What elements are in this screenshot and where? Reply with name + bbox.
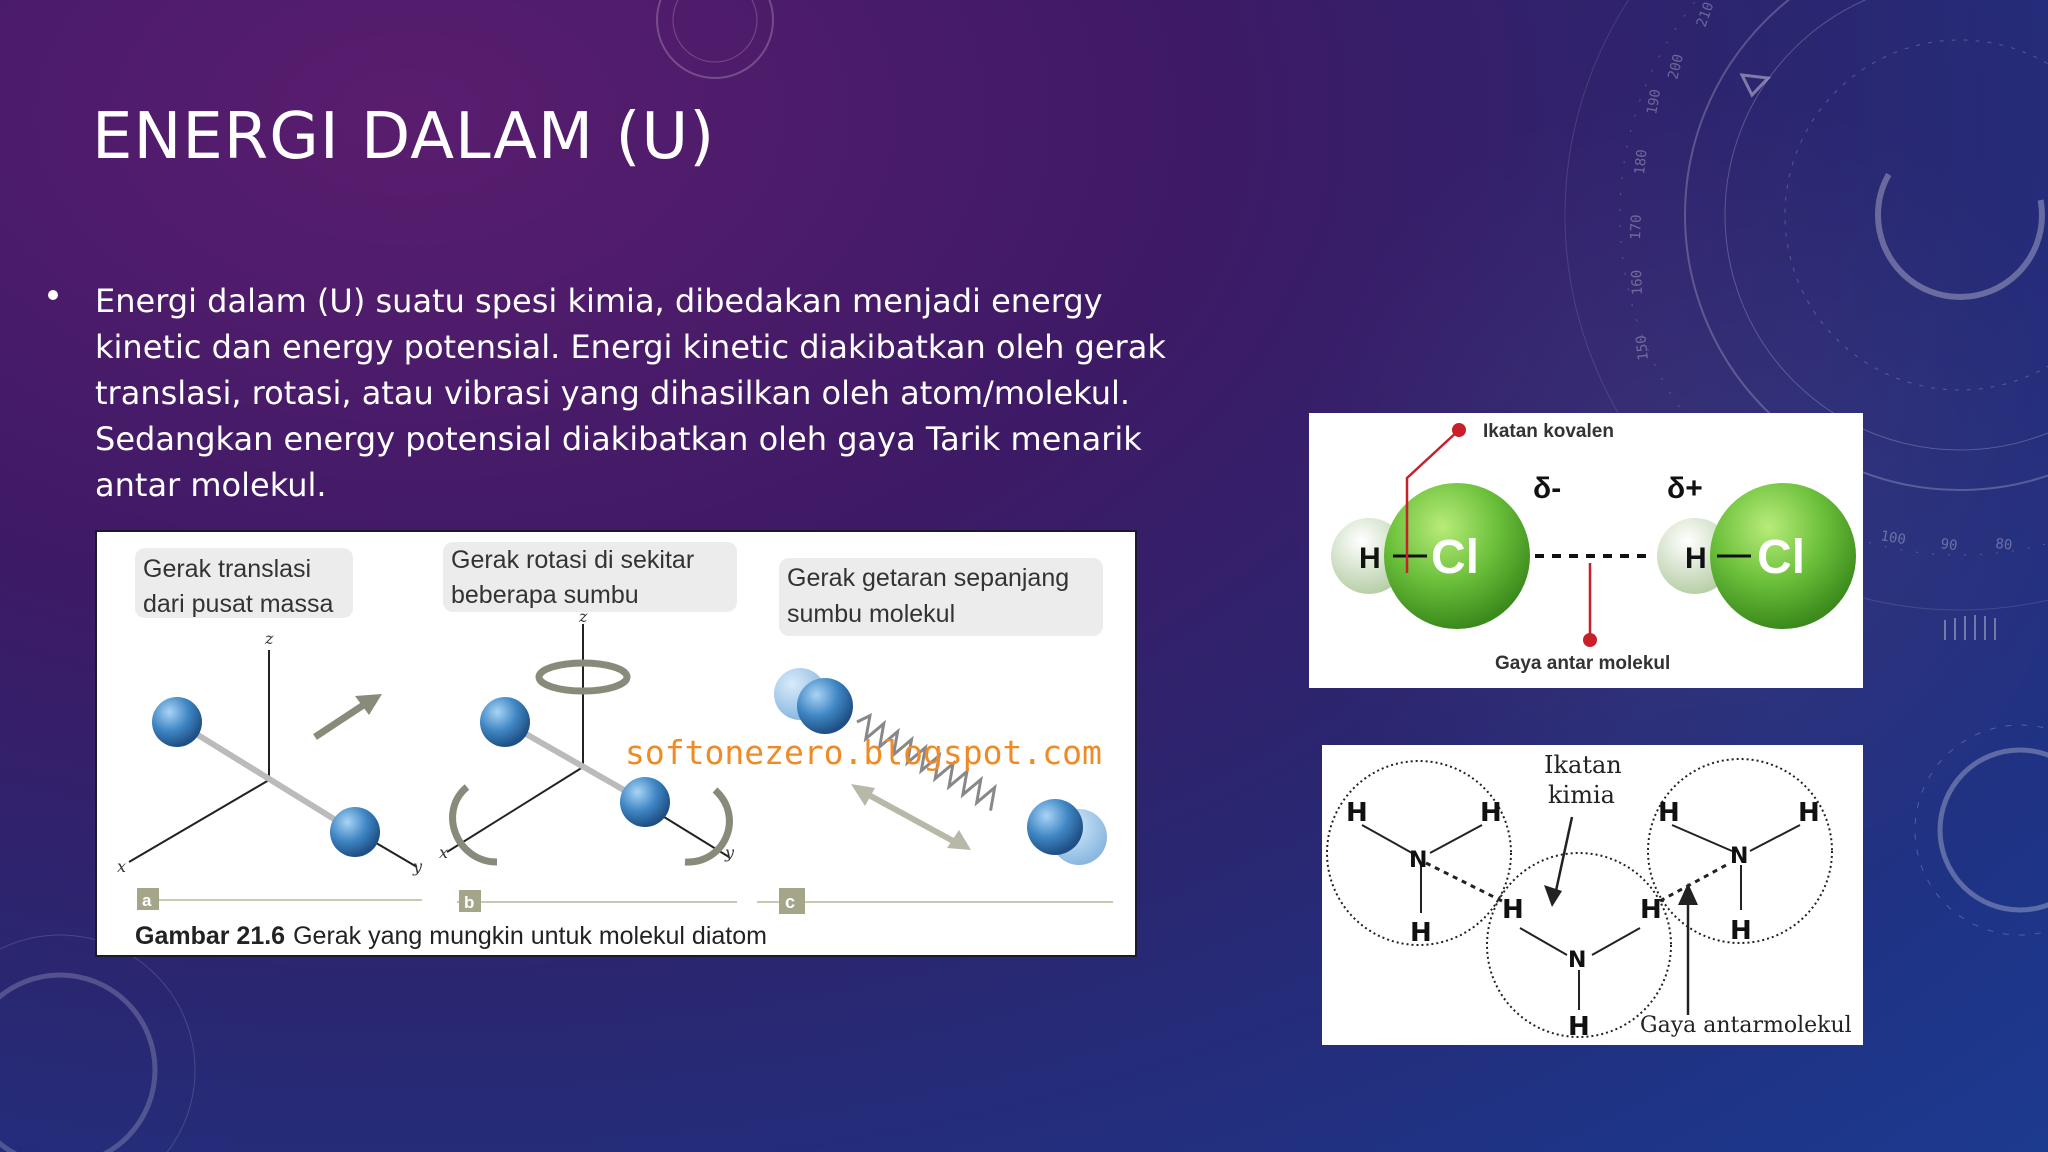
hydrogen-bond-line — [1659, 861, 1731, 903]
label-box — [443, 542, 737, 612]
atom-cl-label: Cl — [1757, 531, 1805, 584]
axis-y: y — [724, 843, 735, 862]
label-intermolecular-force: Gaya antarmolekul — [1640, 1013, 1852, 1038]
dial-number: 90 — [1939, 536, 1958, 554]
panel-translation: Gerak translasi dari pusat massa z x y a — [117, 548, 423, 910]
bullet-marker — [48, 290, 58, 300]
atom-h-label: H — [1730, 916, 1752, 946]
watermark-text: softonezero.blogspot.com — [625, 733, 1102, 772]
panel-b-label-line2: beberapa sumbu — [451, 581, 639, 609]
panel-c-tag: c — [785, 892, 795, 912]
atom-ball — [152, 697, 202, 747]
dial-number: 160 — [1629, 270, 1646, 296]
arrow-icon — [851, 784, 875, 806]
bullet-list: Energi dalam (U) suatu spesi kimia, dibe… — [44, 278, 1194, 508]
dial-number: 180 — [1632, 149, 1651, 176]
atom-h-label: H — [1480, 798, 1502, 828]
panel-b-tag: b — [464, 893, 474, 912]
figure-molecular-motion: Gerak translasi dari pusat massa z x y a… — [95, 530, 1137, 957]
arrow-icon — [355, 694, 382, 715]
panel-tag — [459, 890, 481, 912]
caption-text: Gerak yang mungkin untuk molekul diatom — [293, 922, 767, 950]
atom-h-label: H — [1798, 798, 1820, 828]
bullet-text: Energi dalam (U) suatu spesi kimia, dibe… — [95, 282, 1166, 504]
marker-dot — [1452, 423, 1466, 437]
atom-ball — [620, 777, 670, 827]
panel-a-label-line1: Gerak translasi — [143, 555, 311, 583]
dial-number: 150 — [1633, 334, 1652, 361]
rotation-arrow-icon — [535, 659, 631, 695]
atom-ball — [330, 807, 380, 857]
label-box — [135, 548, 353, 618]
atom-n-label: N — [1568, 948, 1586, 973]
panel-a-tag: a — [142, 891, 152, 910]
arrow-icon — [1544, 885, 1562, 907]
rotation-arrow-icon — [449, 784, 498, 866]
atom-cl-label: Cl — [1431, 531, 1479, 584]
atom-h-label: H — [1410, 918, 1432, 948]
atom-h-label: H — [1502, 895, 1524, 925]
atom-h-label: H — [1568, 1012, 1590, 1042]
atom-ball — [1027, 799, 1083, 855]
panel-c-label-line2: sumbu molekul — [787, 600, 955, 628]
atom-h-label: H — [1346, 798, 1368, 828]
atom-h-label: H — [1658, 798, 1680, 828]
delta-minus-label: δ- — [1533, 472, 1561, 505]
label-covalent-bond: Ikatan kovalen — [1483, 421, 1614, 442]
panel-c-label-line1: Gerak getaran sepanjang — [787, 564, 1069, 592]
chlorine-atom — [1710, 483, 1856, 629]
dial-number: 170 — [1628, 214, 1645, 240]
dial-number: 190 — [1644, 88, 1664, 116]
axis-y: y — [412, 857, 423, 876]
atom-n-label: N — [1730, 844, 1748, 869]
delta-plus-label: δ+ — [1667, 472, 1703, 505]
figure-nh3-bonding: H H N H H N H H H H N H Ikatan kimia Gay… — [1322, 745, 1863, 1045]
molecule-circle — [1326, 760, 1512, 946]
atom-n-label: N — [1409, 848, 1427, 873]
chlorine-atom — [1384, 483, 1530, 629]
axis-x: x — [117, 857, 126, 876]
dial-number: 200 — [1665, 53, 1687, 81]
panel-tag — [137, 888, 159, 910]
atom-h-label: H — [1359, 542, 1381, 575]
caption-number: Gambar 21.6 — [135, 922, 285, 950]
hydrogen-bond-line — [1425, 861, 1503, 903]
panel-rotation: Gerak rotasi di sekitar beberapa sumbu z… — [439, 542, 737, 912]
axis-z: z — [264, 629, 274, 648]
atom-ball — [797, 678, 853, 734]
atom-h-label: H — [1640, 895, 1662, 925]
spring-icon — [856, 712, 997, 811]
figure-hcl-dipole: H Cl H Cl Ikatan kovalen δ- δ+ Gaya anta… — [1309, 413, 1863, 688]
label-chemical-bond-line1: Ikatan — [1544, 751, 1622, 779]
axis-x: x — [439, 843, 448, 862]
atom-h-label: H — [1685, 542, 1707, 575]
panel-vibration: Gerak getaran sepanjang sumbu molekul c — [757, 558, 1113, 914]
marker-dot — [1583, 633, 1597, 647]
arrow-icon — [947, 830, 971, 850]
figure-caption: Gambar 21.6 Gerak yang mungkin untuk mole… — [135, 922, 767, 950]
slide-title: ENERGI DALAM (U) — [92, 100, 716, 174]
arrow-icon — [1678, 883, 1698, 905]
panel-a-label-line2: dari pusat massa — [143, 590, 333, 618]
molecule-circle — [1647, 758, 1833, 944]
rotation-arrow-icon — [684, 787, 733, 866]
molecule-circle — [1486, 852, 1672, 1038]
label-box — [779, 558, 1103, 636]
label-chemical-bond-line2: kimia — [1548, 781, 1615, 809]
dial-number: 210 — [1694, 0, 1718, 29]
panel-tag — [779, 888, 805, 914]
dial-number: 100 — [1879, 528, 1907, 548]
panel-b-label-line1: Gerak rotasi di sekitar — [451, 546, 694, 574]
atom-ball — [480, 697, 530, 747]
dial-number: 80 — [1995, 536, 2013, 554]
axis-z: z — [578, 607, 588, 626]
label-intermolecular-force: Gaya antar molekul — [1495, 653, 1670, 674]
